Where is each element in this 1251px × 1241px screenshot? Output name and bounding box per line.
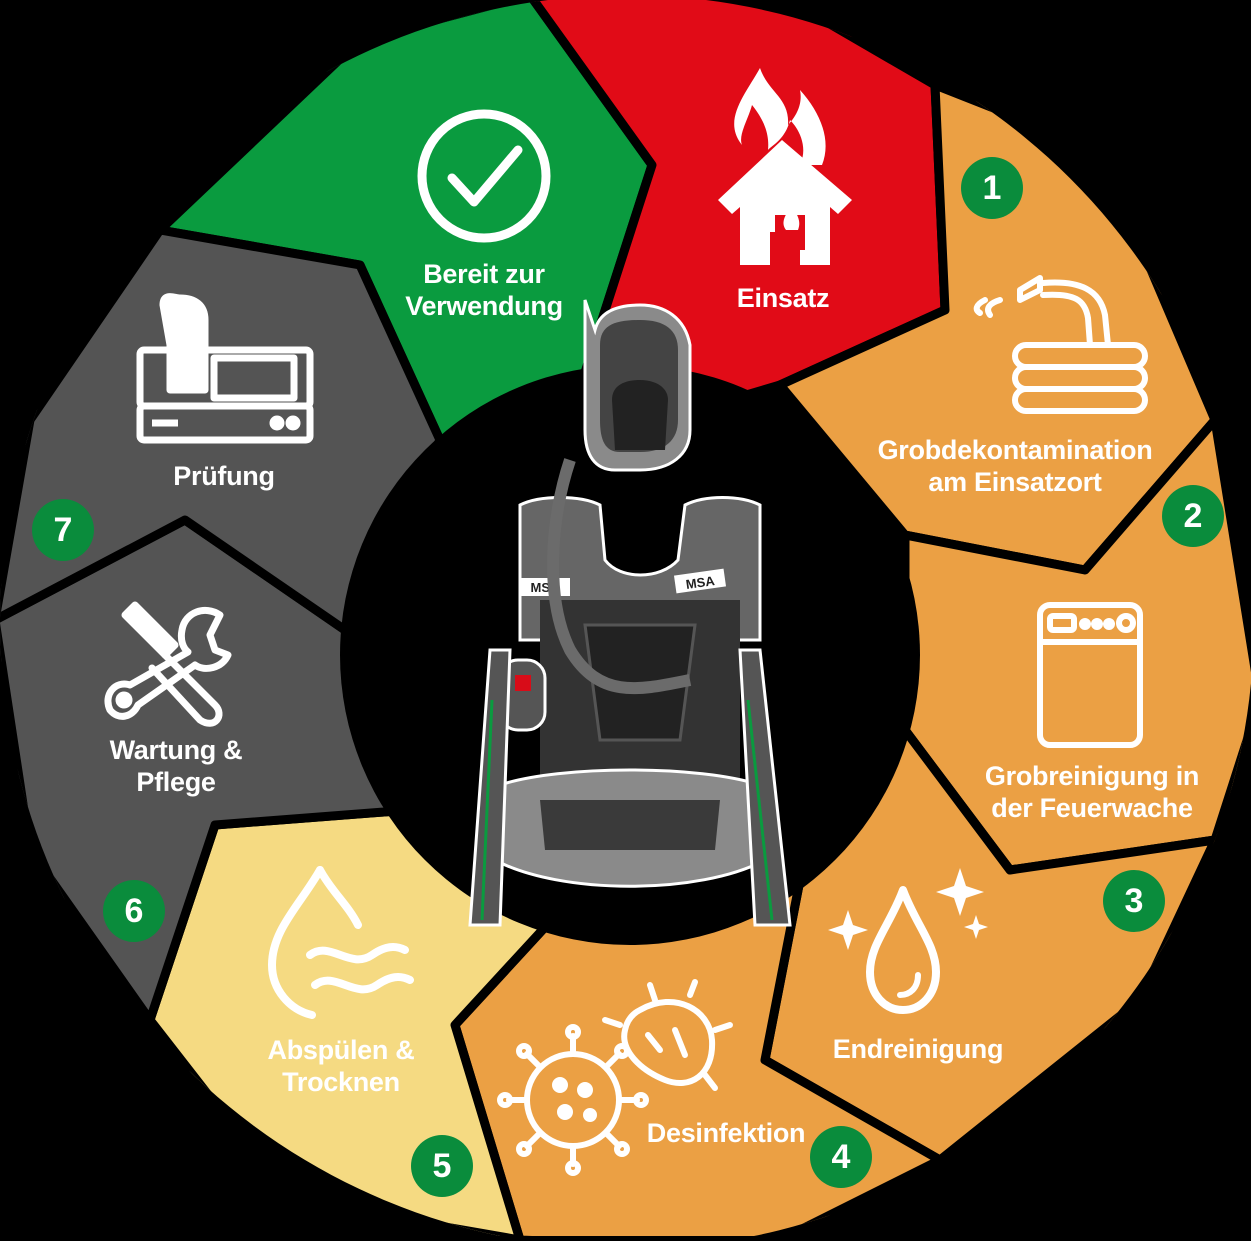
center-brand-right: MSA	[685, 573, 716, 592]
label-desinfektion-line-1: Desinfektion	[646, 1118, 806, 1148]
step-badge-3: 3	[1103, 870, 1165, 932]
label-grobreinigung: Grobreinigung in der Feuerwache	[985, 760, 1199, 824]
test-bench-icon	[136, 293, 314, 444]
segment-pruefung	[0, 225, 445, 635]
label-wartung: Wartung & Pflege	[110, 734, 243, 798]
label-einsatz: Einsatz	[736, 282, 830, 314]
label-bereit: Bereit zur Verwendung	[405, 258, 563, 322]
label-wartung-line-1: Wartung &	[109, 735, 243, 765]
label-bereit-line-2: Verwendung	[405, 291, 563, 321]
label-einsatz-line-1: Einsatz	[736, 283, 830, 313]
step-badge-2: 2	[1162, 485, 1224, 547]
water-drop-waves-icon	[268, 866, 414, 1019]
label-grobreinigung-line-1: Grobreinigung in	[984, 761, 1200, 791]
wrench-screwdriver-icon	[104, 601, 232, 727]
step-badge-6: 6	[103, 880, 165, 942]
sparkling-drop-icon	[828, 868, 988, 1014]
step-badge-5: 5	[411, 1135, 473, 1197]
step-badge-7: 7	[32, 499, 94, 561]
label-endreinigung-line-1: Endreinigung	[832, 1034, 1004, 1064]
label-abspuelen-line-1: Abspülen &	[267, 1035, 415, 1065]
label-grobdekontamination-line-2: am Einsatzort	[928, 467, 1102, 497]
water-hose-icon	[973, 275, 1148, 414]
label-endreinigung: Endreinigung	[832, 1033, 1004, 1065]
label-abspuelen-line-2: Trocknen	[282, 1067, 400, 1097]
label-grobdekontamination-line-1: Grobdekontamination	[877, 435, 1153, 465]
label-abspuelen: Abspülen & Trocknen	[267, 1034, 414, 1098]
burning-house-icon	[718, 68, 852, 265]
label-pruefung: Prüfung	[173, 460, 275, 492]
washing-machine-icon	[1037, 602, 1143, 748]
label-grobdekontamination: Grobdekontamination am Einsatzort	[878, 434, 1153, 498]
label-desinfektion: Desinfektion	[646, 1117, 806, 1149]
checkmark-circle-icon	[417, 109, 551, 243]
label-grobreinigung-line-2: der Feuerwache	[991, 793, 1193, 823]
label-bereit-line-1: Bereit zur	[423, 259, 545, 289]
germs-icon	[497, 979, 733, 1176]
step-badge-1: 1	[961, 157, 1023, 219]
step-badge-4: 4	[810, 1126, 872, 1188]
label-wartung-line-2: Pflege	[136, 767, 216, 797]
label-pruefung-line-1: Prüfung	[173, 461, 275, 491]
breathing-apparatus-icon: MSA MSA	[468, 299, 792, 927]
